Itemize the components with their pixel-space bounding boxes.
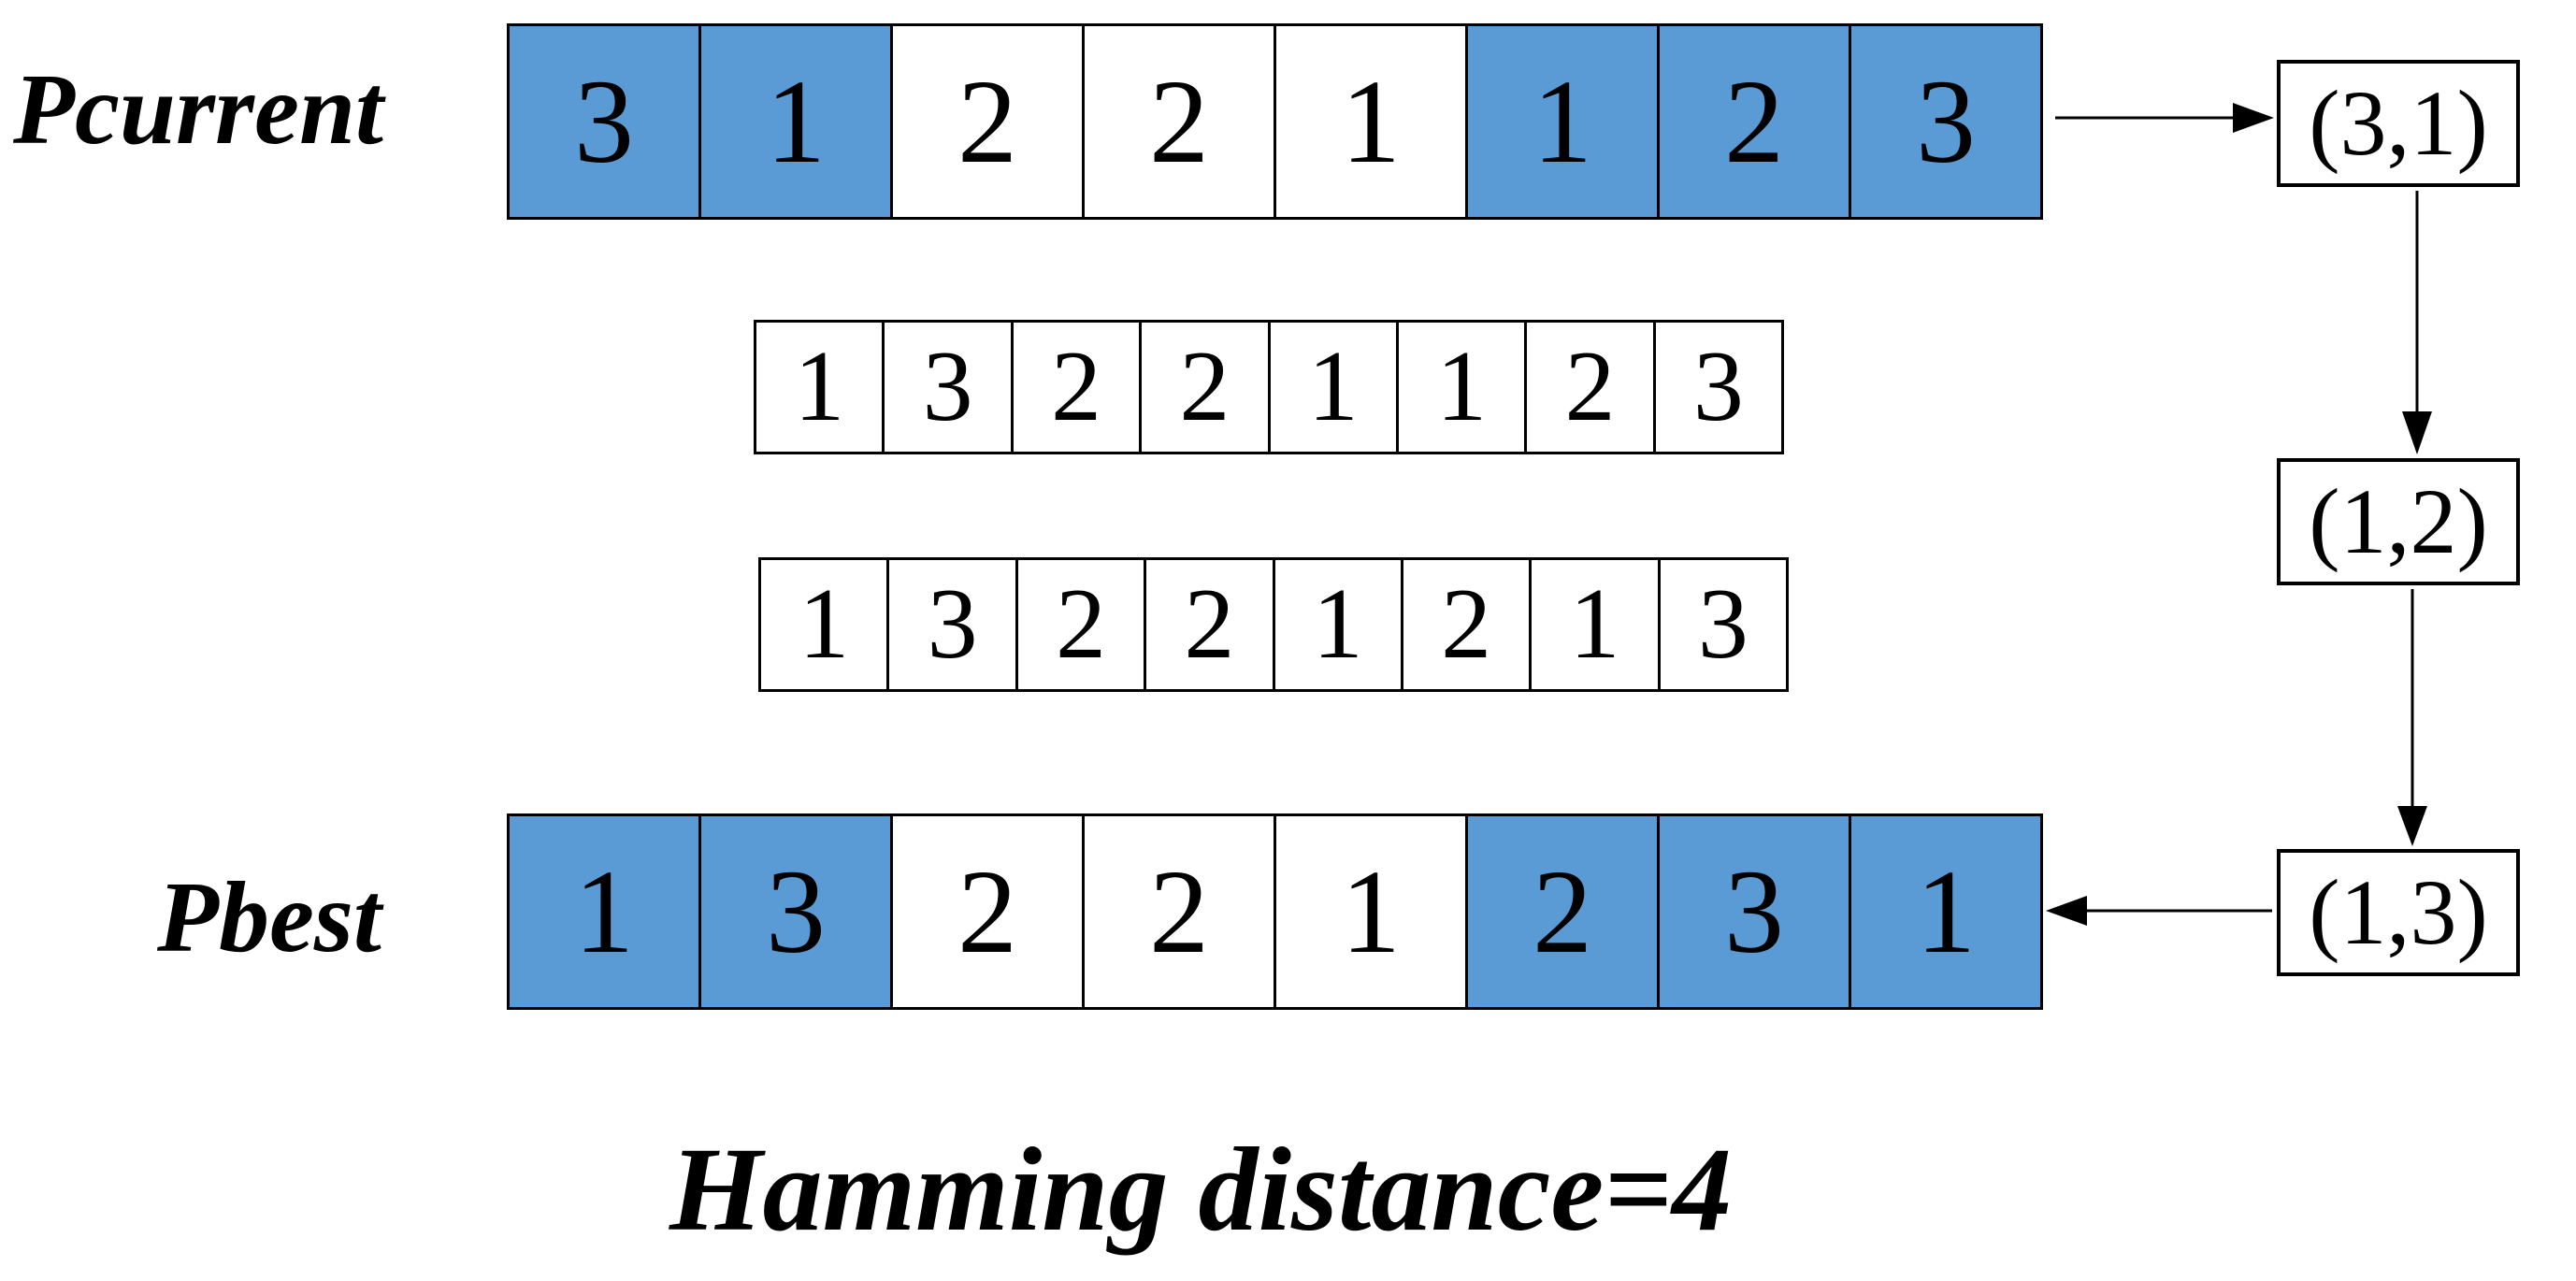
sequence-cell: 1 <box>761 560 887 689</box>
pbest-label: Pbest <box>157 862 381 973</box>
sequence-cell: 1 <box>1849 816 2040 1007</box>
sequence-cell: 3 <box>882 323 1011 452</box>
sequence-cell: 3 <box>1652 323 1781 452</box>
arrow-swap3-to-pbest <box>2046 896 2272 926</box>
sequence-cell: 2 <box>1139 323 1268 452</box>
sequence-cell: 2 <box>1010 323 1140 452</box>
sequence-cell: 1 <box>1465 26 1657 217</box>
sequence-cell: 1 <box>1529 560 1658 689</box>
sequence-cell: 1 <box>1272 560 1401 689</box>
pcurrent-label: Pcurrent <box>13 54 384 166</box>
sequence-cell: 1 <box>1274 26 1465 217</box>
sequence-cell: 2 <box>1657 26 1849 217</box>
swap-box-3: (1,3) <box>2277 849 2520 976</box>
sequence-cell: 2 <box>1465 816 1657 1007</box>
sequence-cell: 2 <box>1524 323 1653 452</box>
sequence-cell: 3 <box>1657 816 1849 1007</box>
sequence-cell: 3 <box>886 560 1015 689</box>
sequence-cell: 1 <box>1267 323 1396 452</box>
sequence-cell: 3 <box>1657 560 1786 689</box>
hamming-distance-caption: Hamming distance=4 <box>669 1123 1733 1256</box>
sequence-cell: 2 <box>1082 26 1274 217</box>
sequence-cell: 3 <box>510 26 698 217</box>
sequence-cell: 3 <box>1849 26 2040 217</box>
sequence-cell: 2 <box>1082 816 1274 1007</box>
sequence-cell: 2 <box>1144 560 1273 689</box>
sequence-cell: 1 <box>698 26 890 217</box>
arrow-swap1-to-swap2 <box>2402 191 2432 454</box>
sequence-cell: 3 <box>698 816 890 1007</box>
sequence-cell: 2 <box>890 26 1082 217</box>
sequence-cell: 1 <box>1395 323 1525 452</box>
sequence-cell: 2 <box>1015 560 1144 689</box>
sequence-cell: 2 <box>890 816 1082 1007</box>
arrow-swap2-to-swap3 <box>2397 589 2427 846</box>
arrow-pcurrent-to-swap1 <box>2055 103 2274 133</box>
sequence-cell: 2 <box>1400 560 1530 689</box>
swap-box-2: (1,2) <box>2277 458 2520 585</box>
sequence-cell: 1 <box>1274 816 1465 1007</box>
sequence-cell: 1 <box>756 323 883 452</box>
sequence-cell: 1 <box>510 816 698 1007</box>
swap-box-1: (3,1) <box>2277 60 2520 187</box>
